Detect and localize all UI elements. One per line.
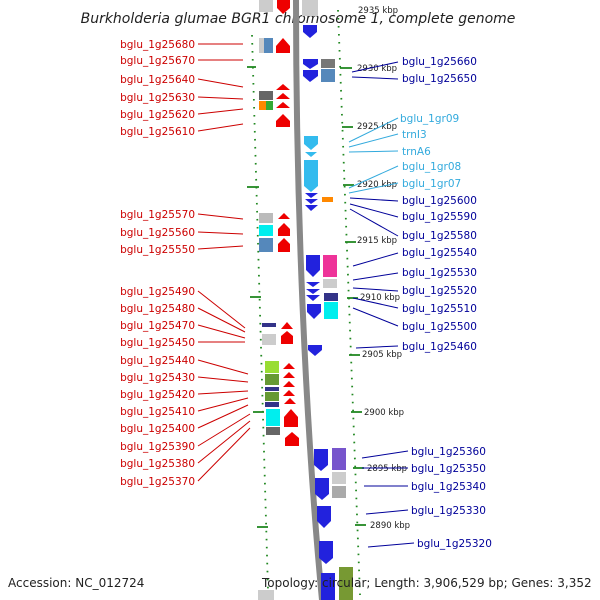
left-gene-labels: bglu_1g25680 bglu_1g25670 bglu_1g25640 b… bbox=[120, 39, 195, 488]
kbp-label-2920: 2920 kbp bbox=[357, 180, 397, 190]
gene-label[interactable]: bglu_1g25340 bbox=[411, 481, 486, 493]
left-tick-track bbox=[247, 34, 269, 591]
left-gene-glyphs bbox=[259, 0, 299, 446]
gene-label[interactable]: bglu_1g25320 bbox=[417, 538, 492, 550]
gene-label[interactable]: bglu_1g25330 bbox=[411, 505, 486, 517]
gene-label[interactable]: bglu_1g25520 bbox=[402, 285, 477, 297]
gene-label[interactable]: bglu_1g25540 bbox=[402, 247, 477, 259]
kbp-label-2900: 2900 kbp bbox=[364, 408, 404, 418]
gene-label[interactable]: bglu_1g25610 bbox=[120, 126, 195, 138]
kbp-label-2935: 2935 kbp bbox=[358, 6, 398, 16]
gene-label[interactable]: bglu_1g25390 bbox=[120, 441, 195, 453]
kbp-scale: 2935 kbp 2930 kbp 2925 kbp 2920 kbp 2915… bbox=[357, 6, 410, 531]
gene-label[interactable]: bglu_1g25400 bbox=[120, 423, 195, 435]
gene-label[interactable]: bglu_1g25530 bbox=[402, 267, 477, 279]
left-leader-lines bbox=[197, 43, 251, 482]
gene-label[interactable]: bglu_1g25380 bbox=[120, 458, 195, 470]
gene-label[interactable]: bglu_1g25680 bbox=[120, 39, 195, 51]
gene-label[interactable]: bglu_1g25470 bbox=[120, 320, 195, 332]
gene-label[interactable]: bglu_1g25500 bbox=[402, 321, 477, 333]
rna-label[interactable]: trnI3 bbox=[402, 129, 427, 141]
right-leader-lines bbox=[349, 61, 415, 548]
kbp-label-2910: 2910 kbp bbox=[360, 293, 400, 303]
gene-label[interactable]: bglu_1g25360 bbox=[411, 446, 486, 458]
right-tick-track bbox=[337, 9, 366, 596]
gene-label[interactable]: bglu_1g25430 bbox=[120, 372, 195, 384]
gene-label[interactable]: bglu_1g25460 bbox=[402, 341, 477, 353]
kbp-label-2930: 2930 kbp bbox=[357, 64, 397, 74]
gene-label[interactable]: bglu_1g25600 bbox=[402, 195, 477, 207]
kbp-label-2895: 2895 kbp bbox=[367, 464, 407, 474]
topology-text: Topology: circular; Length: 3,906,529 bp… bbox=[261, 576, 592, 590]
gene-label[interactable]: bglu_1g25410 bbox=[120, 406, 195, 418]
gene-label[interactable]: bglu_1g25450 bbox=[120, 337, 195, 349]
right-gene-glyphs bbox=[258, 0, 353, 600]
kbp-label-2925: 2925 kbp bbox=[357, 122, 397, 132]
rna-label[interactable]: trnA6 bbox=[402, 146, 431, 158]
gene-label[interactable]: bglu_1g25370 bbox=[120, 476, 195, 488]
gene-label[interactable]: bglu_1g25510 bbox=[402, 303, 477, 315]
accession-text: Accession: NC_012724 bbox=[8, 576, 144, 590]
chromosome-backbone bbox=[293, 0, 325, 600]
gene-label[interactable]: bglu_1g25490 bbox=[120, 286, 195, 298]
gene-label[interactable]: bglu_1g25630 bbox=[120, 92, 195, 104]
gene-label[interactable]: bglu_1g25620 bbox=[120, 109, 195, 121]
kbp-label-2890: 2890 kbp bbox=[370, 521, 410, 531]
gene-label[interactable]: bglu_1g25570 bbox=[120, 209, 195, 221]
gene-label[interactable]: bglu_1g25550 bbox=[120, 244, 195, 256]
rna-label[interactable]: bglu_1gr07 bbox=[402, 178, 461, 190]
kbp-label-2905: 2905 kbp bbox=[362, 350, 402, 360]
gene-label[interactable]: bglu_1g25640 bbox=[120, 74, 195, 86]
right-gene-labels: bglu_1g25660 bglu_1g25650 bglu_1gr09 trn… bbox=[400, 56, 492, 550]
rna-leader-lines bbox=[348, 117, 399, 194]
gene-label[interactable]: bglu_1g25440 bbox=[120, 355, 195, 367]
rna-label[interactable]: bglu_1gr08 bbox=[402, 161, 461, 173]
gene-label[interactable]: bglu_1g25580 bbox=[402, 230, 477, 242]
gene-label[interactable]: bglu_1g25590 bbox=[402, 211, 477, 223]
gene-label[interactable]: bglu_1g25660 bbox=[402, 56, 477, 68]
gene-label[interactable]: bglu_1g25560 bbox=[120, 227, 195, 239]
gene-label[interactable]: bglu_1g25650 bbox=[402, 73, 477, 85]
gene-label[interactable]: bglu_1g25420 bbox=[120, 389, 195, 401]
rna-label[interactable]: bglu_1gr09 bbox=[400, 113, 459, 125]
kbp-label-2915: 2915 kbp bbox=[357, 236, 397, 246]
gene-label[interactable]: bglu_1g25350 bbox=[411, 463, 486, 475]
gene-label[interactable]: bglu_1g25670 bbox=[120, 55, 195, 67]
gene-label[interactable]: bglu_1g25480 bbox=[120, 303, 195, 315]
